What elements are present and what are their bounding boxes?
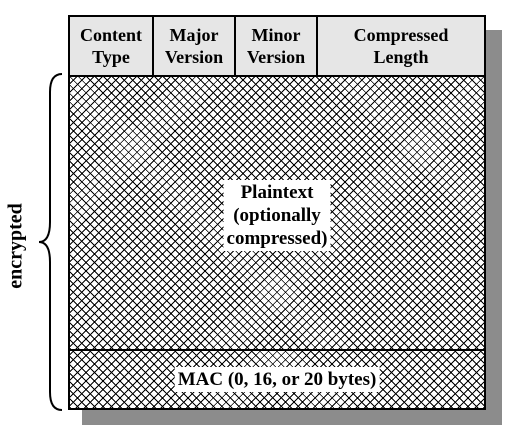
major-version-line2: Version xyxy=(164,47,224,67)
content-type-field: Content Type xyxy=(70,17,154,75)
record-header: Content Type Major Version Minor Version… xyxy=(70,17,484,77)
mac-region: MAC (0, 16, or 20 bytes) xyxy=(70,349,484,408)
minor-version-field: Minor Version xyxy=(236,17,318,75)
compressed-length-line2: Length xyxy=(373,47,429,67)
plaintext-label: Plaintext (optionally compressed) xyxy=(223,180,331,251)
ssl-record-format: Content Type Major Version Minor Version… xyxy=(68,15,486,410)
minor-version-line2: Version xyxy=(246,47,306,67)
compressed-length-field: Compressed Length xyxy=(318,17,484,75)
major-version-field: Major Version xyxy=(154,17,236,75)
plaintext-label-line1: Plaintext xyxy=(240,182,314,203)
plaintext-region: Plaintext (optionally compressed) xyxy=(70,77,484,349)
compressed-length-line1: Compressed xyxy=(353,25,449,45)
plaintext-label-line3: compressed) xyxy=(226,228,328,249)
content-type-line2: Type xyxy=(92,47,130,67)
encrypted-brace xyxy=(38,73,63,411)
major-version-line1: Major xyxy=(169,25,219,45)
plaintext-label-line2: (optionally xyxy=(233,205,321,226)
minor-version-line1: Minor xyxy=(251,25,301,45)
content-type-line1: Content xyxy=(80,25,142,45)
encrypted-label: encrypted xyxy=(4,203,27,289)
mac-label: MAC (0, 16, or 20 bytes) xyxy=(174,367,380,392)
